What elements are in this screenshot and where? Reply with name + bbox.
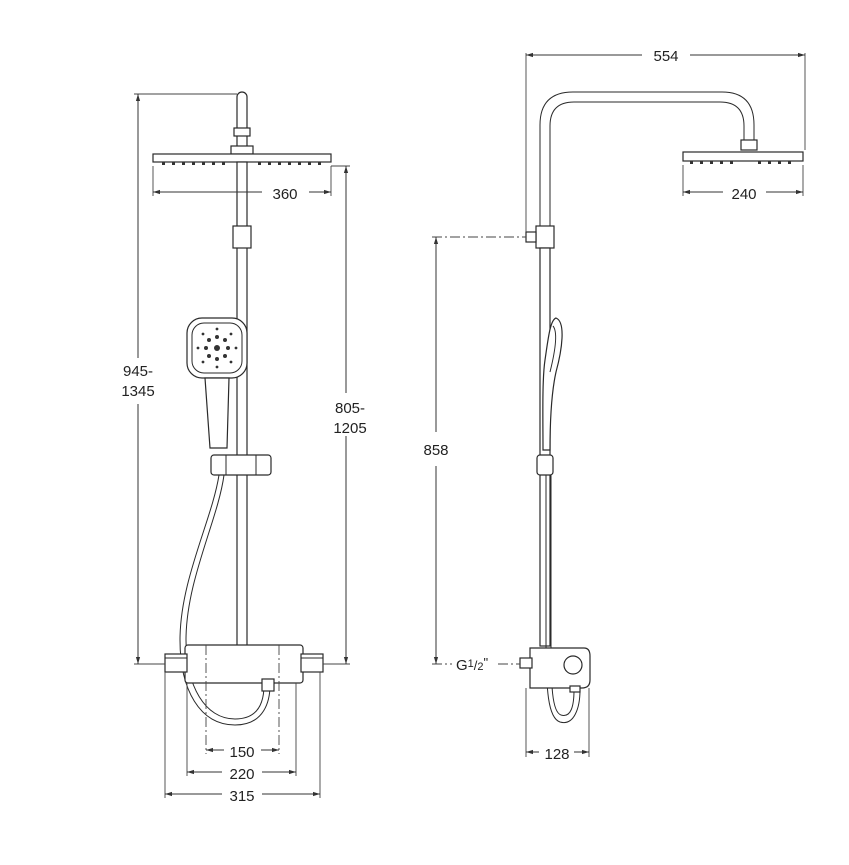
front-view	[152, 91, 332, 754]
dim-inlet-spacing: 150	[229, 744, 254, 761]
front-head-connector	[230, 145, 254, 155]
front-outlet-connector	[261, 678, 275, 692]
dim-total-height-line2: 1345	[121, 383, 154, 400]
side-arm-connector	[740, 139, 758, 151]
dim-side-depth: 128	[544, 746, 569, 763]
front-riser-top	[236, 91, 248, 153]
side-hand-shower	[542, 317, 563, 451]
dim-overall-width: 315	[229, 788, 254, 805]
thread-label: G1/2"	[456, 655, 489, 674]
side-dimensions: 554 240 858 G1/2" 128	[423, 48, 806, 763]
front-slider-holder	[210, 454, 272, 476]
side-riser-coupling	[535, 225, 555, 249]
side-wall-bracket	[525, 231, 537, 243]
dim-body-width: 220	[229, 766, 254, 783]
front-thermostat-body	[184, 644, 304, 684]
front-head-nozzles	[162, 162, 321, 165]
side-head-nozzles	[690, 161, 791, 164]
front-hand-shower-handle	[204, 377, 230, 449]
front-riser-nut	[233, 127, 251, 137]
front-hose-outer	[179, 474, 271, 726]
dim-bar-height-line2: 1205	[333, 420, 366, 437]
front-right-handle	[300, 653, 324, 673]
side-arm-outer	[539, 91, 755, 226]
side-thermostat-knob	[563, 655, 583, 675]
front-left-handle	[164, 653, 188, 673]
dim-head-depth: 240	[731, 186, 756, 203]
front-hand-shower-face	[191, 322, 243, 374]
side-inlet-connector	[519, 657, 533, 669]
side-view	[519, 91, 804, 724]
front-slider-detail	[225, 455, 257, 475]
front-dimensions: 360 945- 1345 805- 1205 150 220 315	[121, 93, 367, 805]
dim-bar-height-line1: 805-	[335, 400, 365, 417]
side-slider-holder	[536, 454, 554, 476]
dim-head-width: 360	[272, 186, 297, 203]
side-shower-head	[682, 151, 804, 162]
front-riser-coupling	[232, 225, 252, 249]
side-outlet-connector	[569, 685, 581, 693]
front-shower-head	[152, 153, 332, 163]
front-hand-shower-spray	[196, 327, 238, 369]
dim-arm-projection: 554	[653, 48, 678, 65]
dim-total-height-line1: 945-	[123, 363, 153, 380]
side-arm-inner	[549, 101, 745, 226]
side-hand-shower-detail	[549, 325, 557, 373]
dim-side-height: 858	[423, 442, 448, 459]
